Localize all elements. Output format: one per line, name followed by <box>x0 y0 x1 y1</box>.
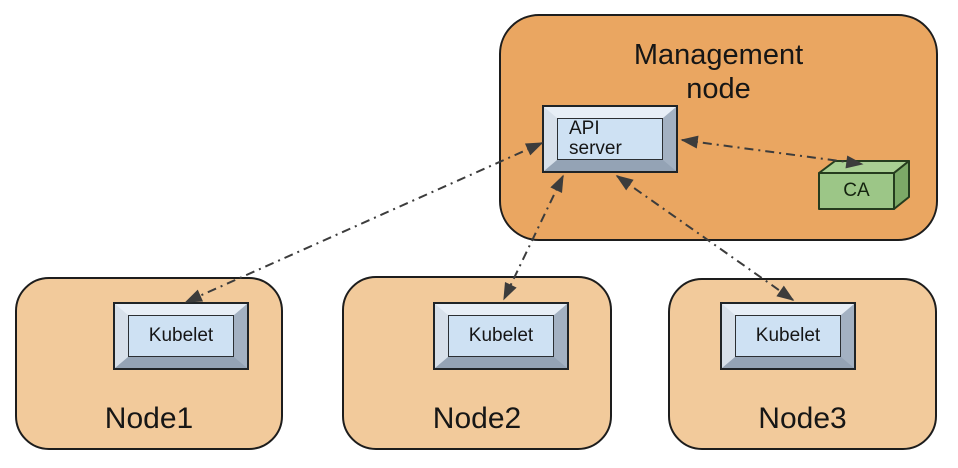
kubelet-node1-bevel: Kubelet <box>115 304 247 368</box>
kubelet-node1-box: Kubelet <box>113 302 249 370</box>
kubelet-node2-label: Kubelet <box>448 315 554 357</box>
node1-label: Node1 <box>104 402 194 435</box>
node3-label: Node3 <box>758 402 847 435</box>
api-server-box: API server <box>542 105 678 173</box>
api-server-bevel: API server <box>544 107 676 171</box>
kubelet-node3-box: Kubelet <box>720 302 856 370</box>
api-server-label: API server <box>569 118 622 159</box>
ca-label: CA <box>843 179 870 201</box>
management-node-title: Management node <box>633 39 804 105</box>
kubelet-node2-box: Kubelet <box>433 302 569 370</box>
kubelet-node1-label: Kubelet <box>128 315 234 357</box>
api-server-face: API server <box>557 118 663 160</box>
ca-cube-icon <box>818 160 910 210</box>
kubelet-node2-bevel: Kubelet <box>435 304 567 368</box>
kubelet-node3-label: Kubelet <box>735 315 841 357</box>
node2-label: Node2 <box>432 402 522 435</box>
kubelet-node3-bevel: Kubelet <box>722 304 854 368</box>
